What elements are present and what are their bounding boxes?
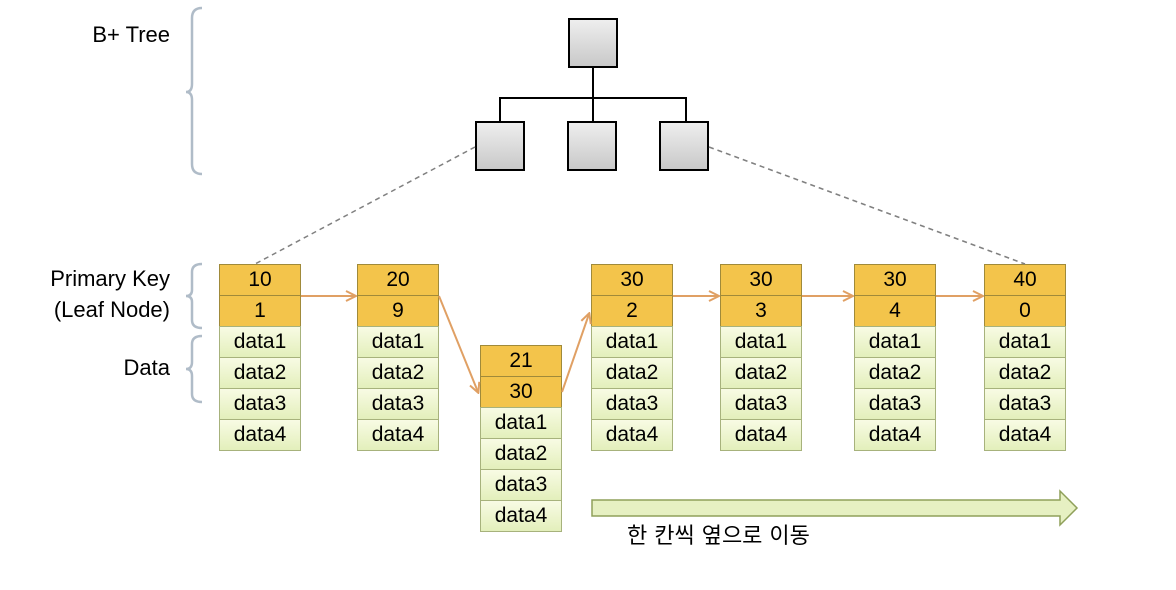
leaf-key-secondary: 2 [591, 295, 673, 327]
leaf-data-cell: data4 [357, 419, 439, 451]
data-brace [185, 334, 203, 404]
leaf-data-cell: data4 [720, 419, 802, 451]
leaf-data-cell: data3 [480, 469, 562, 501]
child-connector-middle [592, 97, 594, 122]
leaf-key-primary: 30 [720, 264, 802, 296]
primary-key-label: Primary Key [50, 266, 170, 291]
shift-caption: 한 칸씩 옆으로 이동 [627, 524, 810, 549]
leaf-data-cell: data2 [219, 357, 301, 389]
leaf-data-cell: data4 [854, 419, 936, 451]
leaf-data-cell: data2 [591, 357, 673, 389]
leaf-data-cell: data2 [357, 357, 439, 389]
leaf-data-cell: data2 [720, 357, 802, 389]
tree-brace [185, 6, 203, 176]
leaf-data-cell: data3 [720, 388, 802, 420]
leaf-data-cell: data3 [984, 388, 1066, 420]
leaf-data-cell: data2 [854, 357, 936, 389]
root-connector-vertical [592, 66, 594, 98]
leaf-data-cell: data1 [357, 326, 439, 358]
internal-node-left [475, 121, 525, 171]
leaf-data-cell: data3 [591, 388, 673, 420]
leaf-key-primary: 40 [984, 264, 1066, 296]
bplus-tree-label: B+ Tree [92, 22, 170, 47]
leaf-data-cell: data1 [219, 326, 301, 358]
internal-node-middle [567, 121, 617, 171]
leaf-data-cell: data1 [854, 326, 936, 358]
leaf-data-cell: data2 [480, 438, 562, 470]
leaf-key-secondary: 0 [984, 295, 1066, 327]
data-label: Data [123, 355, 170, 380]
leaf-key-secondary: 3 [720, 295, 802, 327]
leaf-data-cell: data2 [984, 357, 1066, 389]
tree-to-leaf-dashed-line-right [708, 146, 1026, 265]
leaf-data-cell: data1 [984, 326, 1066, 358]
internal-node-right [659, 121, 709, 171]
leaf-key-primary: 30 [854, 264, 936, 296]
leaf-data-cell: data1 [591, 326, 673, 358]
leaf-node: 10 1 data1 data2 data3 data4 [219, 264, 301, 451]
leaf-node: 30 4 data1 data2 data3 data4 [854, 264, 936, 451]
leaf-node: 30 2 data1 data2 data3 data4 [591, 264, 673, 451]
leaf-node: 20 9 data1 data2 data3 data4 [357, 264, 439, 451]
leaf-data-cell: data3 [854, 388, 936, 420]
shift-right-arrow [591, 489, 1079, 527]
leaf-link-arrow [561, 314, 589, 393]
leaf-data-cell: data1 [720, 326, 802, 358]
leaf-node: 40 0 data1 data2 data3 data4 [984, 264, 1066, 451]
leaf-key-secondary: 4 [854, 295, 936, 327]
child-connector-right [685, 97, 687, 122]
leaf-key-primary: 21 [480, 345, 562, 377]
leaf-key-primary: 30 [591, 264, 673, 296]
leaf-key-primary: 20 [357, 264, 439, 296]
leaf-node-label: (Leaf Node) [53, 297, 170, 322]
leaf-data-cell: data3 [357, 388, 439, 420]
leaf-key-secondary: 30 [480, 376, 562, 408]
leaf-node-inserted: 21 30 data1 data2 data3 data4 [480, 345, 562, 532]
leaf-data-cell: data3 [219, 388, 301, 420]
leaf-key-secondary: 1 [219, 295, 301, 327]
leaf-link-arrow [438, 295, 478, 392]
leaf-data-cell: data4 [480, 500, 562, 532]
leaf-data-cell: data1 [480, 407, 562, 439]
root-node [568, 18, 618, 68]
primary-key-brace [185, 262, 203, 330]
leaf-key-secondary: 9 [357, 295, 439, 327]
child-connector-left [499, 97, 501, 122]
leaf-key-primary: 10 [219, 264, 301, 296]
leaf-data-cell: data4 [984, 419, 1066, 451]
leaf-data-cell: data4 [219, 419, 301, 451]
leaf-data-cell: data4 [591, 419, 673, 451]
leaf-node: 30 3 data1 data2 data3 data4 [720, 264, 802, 451]
tree-to-leaf-dashed-line-left [254, 146, 476, 265]
